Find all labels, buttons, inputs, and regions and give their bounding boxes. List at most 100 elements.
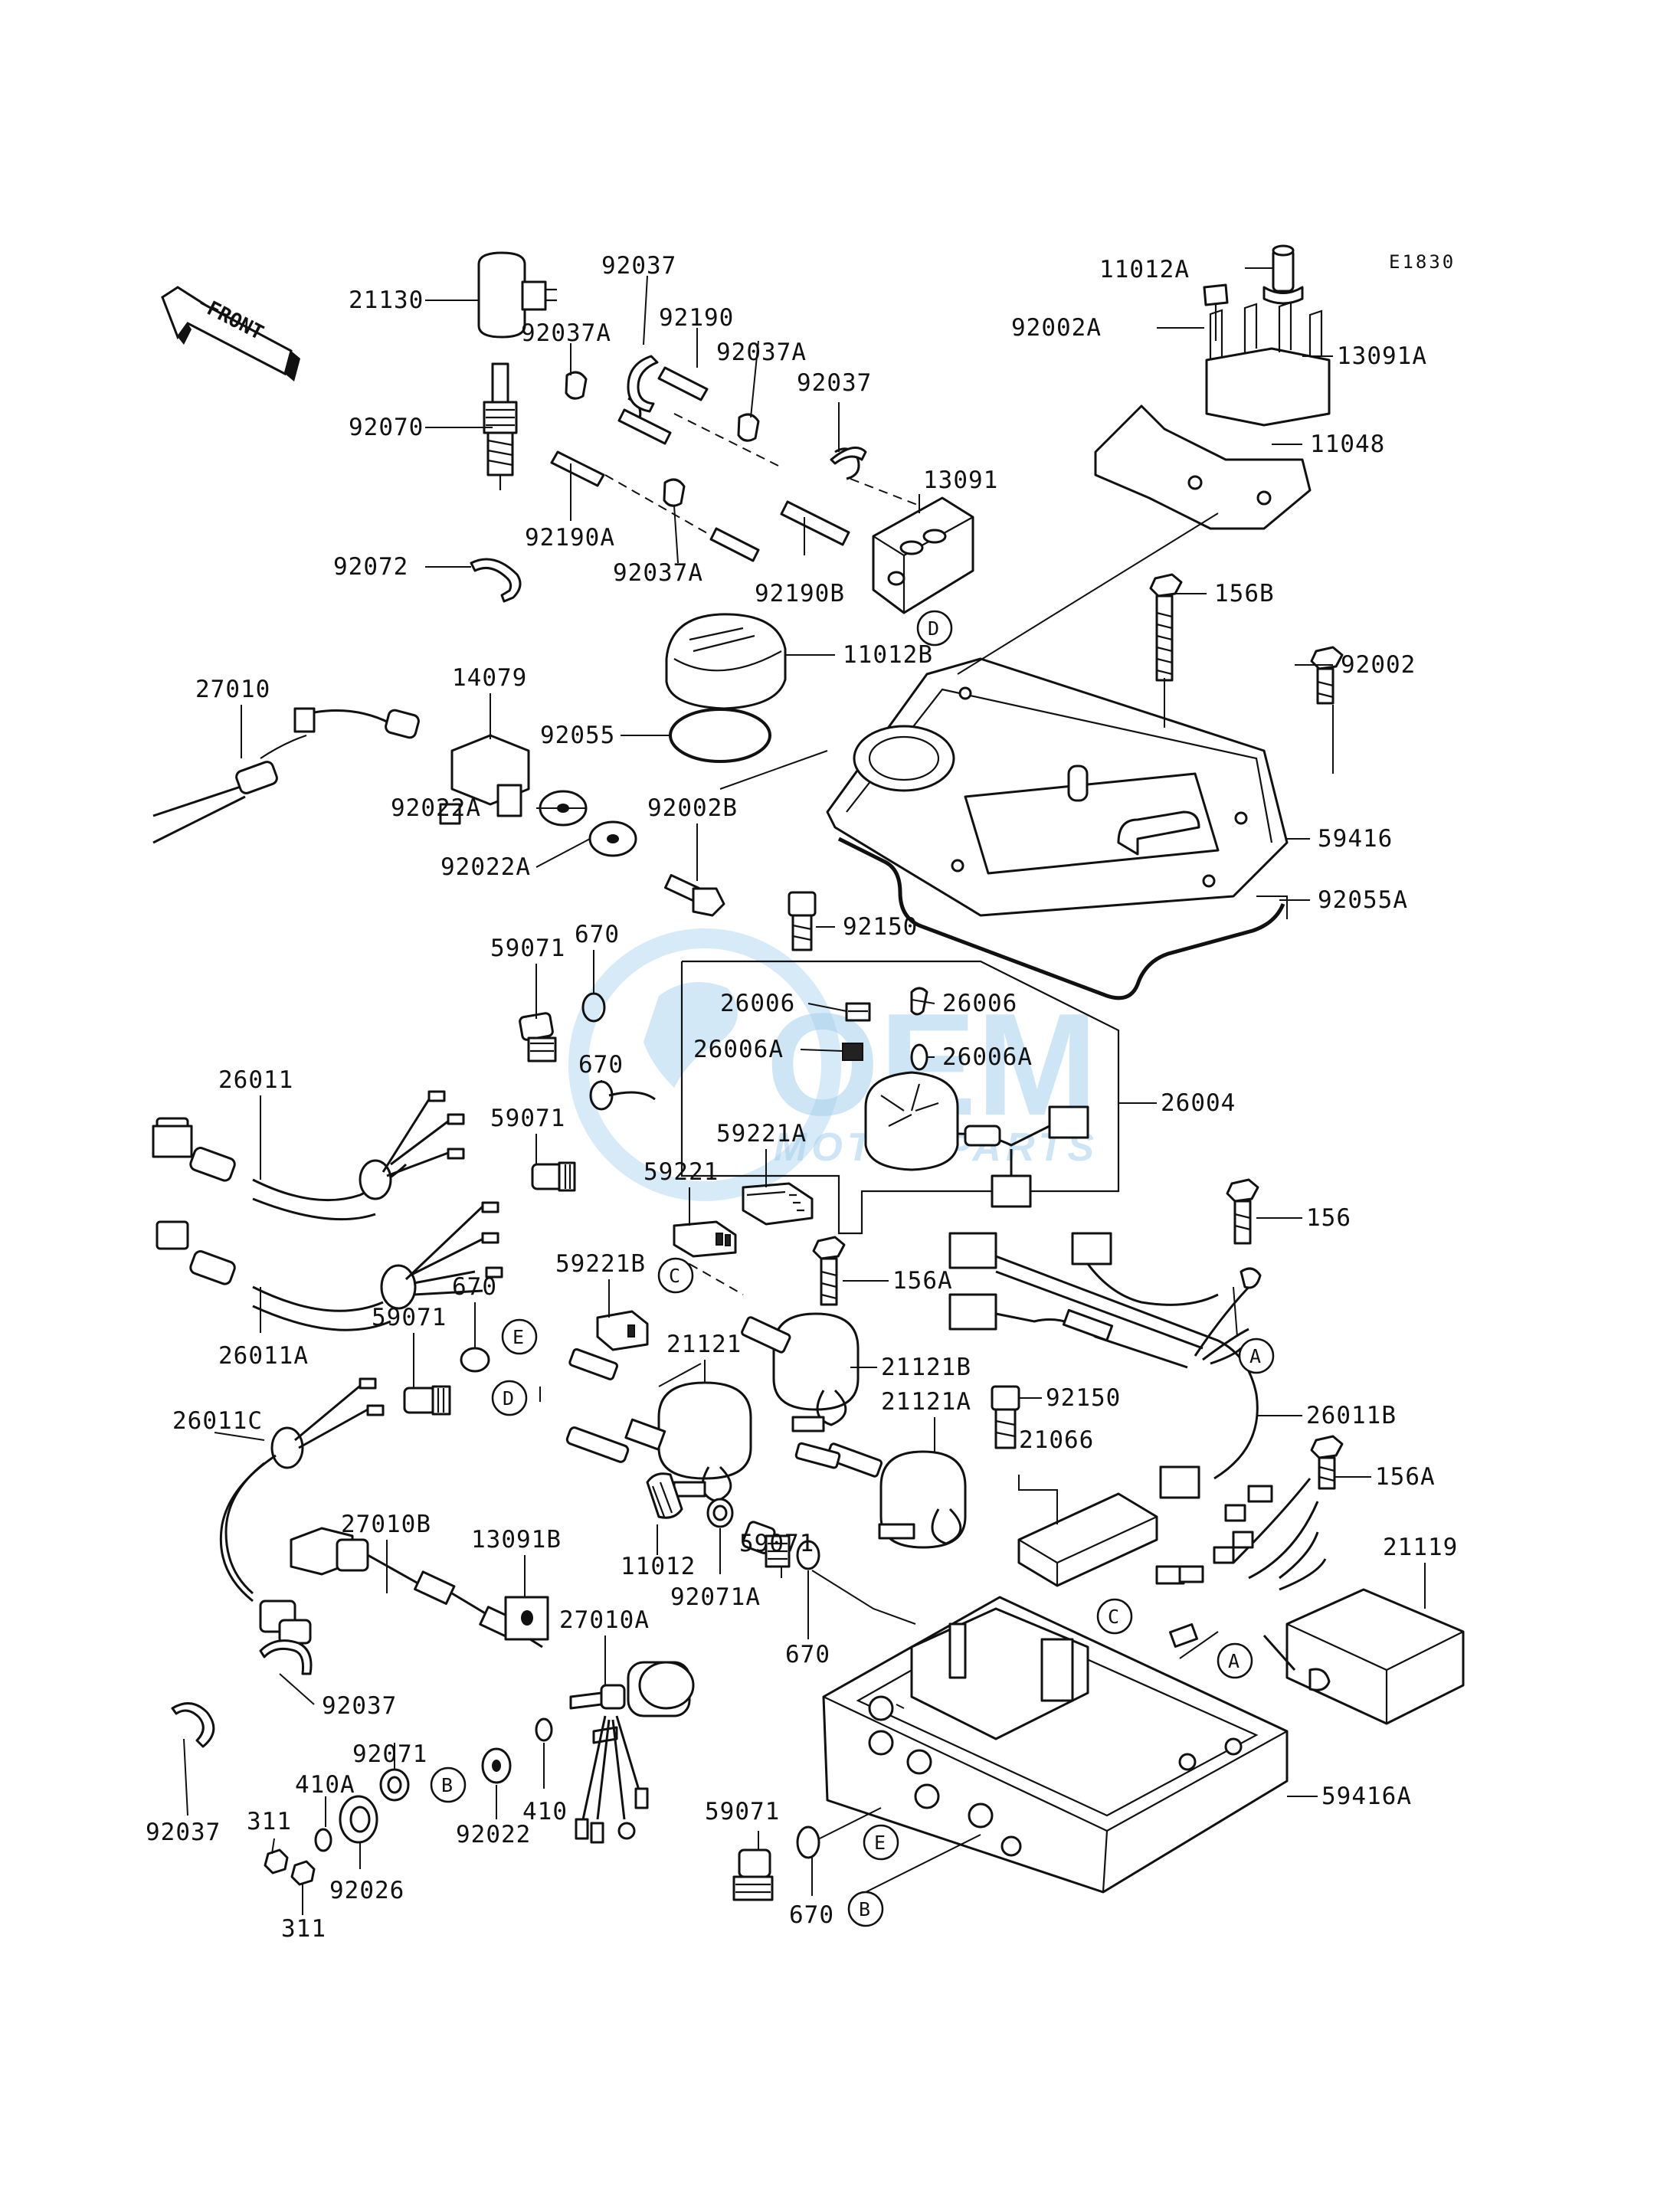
cable-26011C: [219, 1377, 385, 1645]
svg-text:D: D: [928, 617, 939, 640]
bolt-156: [1226, 1178, 1259, 1245]
part-label: 92037: [797, 369, 872, 397]
part-label: 92037A: [716, 339, 807, 366]
part-label: 21121A: [881, 1388, 971, 1416]
grommet-92026: [339, 1795, 378, 1844]
grommet-92071A: [706, 1498, 734, 1528]
part-label: 92026: [329, 1877, 404, 1904]
part-label: 92022A: [391, 794, 481, 822]
part-label: 670: [578, 1051, 624, 1079]
fitting-59071-a: [519, 1012, 557, 1062]
part-label: 13091: [923, 467, 998, 494]
connector-59221A: [742, 1182, 814, 1226]
part-label: 21130: [349, 286, 424, 314]
part-label: 27010A: [559, 1606, 650, 1634]
svg-text:A: A: [1228, 1650, 1240, 1672]
part-label: 92070: [349, 414, 424, 441]
junction-box-26004: [680, 960, 1120, 1235]
washer-410A: [314, 1828, 332, 1852]
part-label: 670: [789, 1901, 834, 1929]
cable-26011: [152, 1090, 465, 1221]
valve-21121A: [794, 1442, 967, 1549]
front-arrow-icon: FRONT: [161, 286, 300, 381]
bolt-92002B: [663, 873, 725, 917]
part-label: 26006A: [942, 1043, 1033, 1071]
part-label: 92037A: [613, 559, 703, 587]
hose-group: [550, 366, 920, 562]
part-label: 92037: [322, 1692, 397, 1720]
part-label: 59071: [490, 935, 565, 962]
part-label: 21066: [1019, 1426, 1094, 1454]
clamp-92037-top: [627, 355, 659, 413]
block-13091B: [504, 1596, 549, 1641]
grommet-92071: [379, 1768, 410, 1802]
callout-c-top: C: [657, 1257, 694, 1294]
part-label: 92150: [843, 913, 918, 941]
o-ring-92055: [669, 708, 771, 763]
part-label: 92002: [1341, 651, 1416, 679]
svg-text:C: C: [669, 1265, 680, 1287]
nut-311-a: [264, 1848, 289, 1874]
module-21066: [1017, 1492, 1158, 1587]
part-label: 59416A: [1321, 1783, 1412, 1810]
part-label: 670: [575, 921, 620, 948]
svg-text:E: E: [874, 1832, 886, 1854]
fitting-59071-c: [403, 1385, 451, 1416]
part-labels: 21130 92037 92190 92037A 92037A 92037 92…: [146, 252, 1457, 1943]
part-label: 156A: [892, 1267, 953, 1295]
part-label: 670: [452, 1273, 497, 1301]
part-label: 92037: [601, 252, 676, 280]
bolt-92150-b: [991, 1385, 1020, 1449]
tray-59416A: [822, 1596, 1289, 1894]
part-label: 26006: [720, 990, 795, 1017]
part-label: 410: [522, 1798, 568, 1825]
bracket-group-11048: [1094, 244, 1331, 530]
connector-59221B: [596, 1310, 649, 1351]
part-label: 92037: [146, 1819, 221, 1846]
part-label: 92190A: [525, 524, 615, 552]
nut-311-b: [290, 1860, 316, 1886]
part-label: 11012: [621, 1553, 696, 1580]
terminal-box-13091: [872, 496, 974, 614]
part-label: 92072: [333, 553, 408, 581]
module-21119: [1155, 1478, 1465, 1725]
part-label: 13091A: [1337, 342, 1427, 370]
part-label: 92071A: [670, 1583, 761, 1611]
svg-text:A: A: [1249, 1345, 1261, 1367]
part-label: 156B: [1214, 580, 1275, 607]
hose-d: [565, 1426, 630, 1463]
o-ring-670-e: [796, 1825, 820, 1859]
callout-c-mid: C: [1096, 1598, 1133, 1635]
o-ring-670-b: [589, 1080, 614, 1111]
fitting-59071-d: [742, 1521, 791, 1568]
svg-text:D: D: [503, 1387, 514, 1410]
callout-e-bottom: E: [863, 1824, 899, 1861]
o-ring-670-c: [460, 1347, 490, 1373]
part-label: 11012A: [1099, 256, 1190, 283]
part-label: 26006A: [693, 1036, 784, 1063]
part-label: 26011C: [172, 1407, 263, 1435]
bolt-92150-a: [788, 891, 817, 951]
part-label: 59221A: [716, 1120, 807, 1148]
callout-d-top: D: [916, 610, 953, 647]
valve-21121B: [689, 1263, 860, 1432]
part-label: 59071: [372, 1304, 447, 1331]
callout-b-left: B: [430, 1766, 467, 1803]
cover-59416: [826, 657, 1289, 917]
part-label: 26011A: [218, 1342, 309, 1370]
callout-d-mid: D: [491, 1380, 528, 1416]
switch-27010A: [569, 1661, 695, 1844]
part-label: 92055A: [1318, 886, 1408, 914]
gasket-92055A: [837, 837, 1285, 1000]
part-label: 92055: [540, 722, 615, 749]
part-label: 410A: [295, 1771, 355, 1799]
connector-59221: [673, 1220, 737, 1258]
callout-a-top: A: [1238, 1338, 1275, 1374]
parts-drawings: [152, 244, 1465, 1901]
fitting-59071-e: [732, 1848, 774, 1901]
cable-26011A: [156, 1201, 503, 1331]
part-label: 26011: [218, 1066, 293, 1094]
valve-21121: [568, 1347, 752, 1503]
washer-410: [535, 1717, 553, 1742]
callout-e-top: E: [501, 1318, 538, 1355]
